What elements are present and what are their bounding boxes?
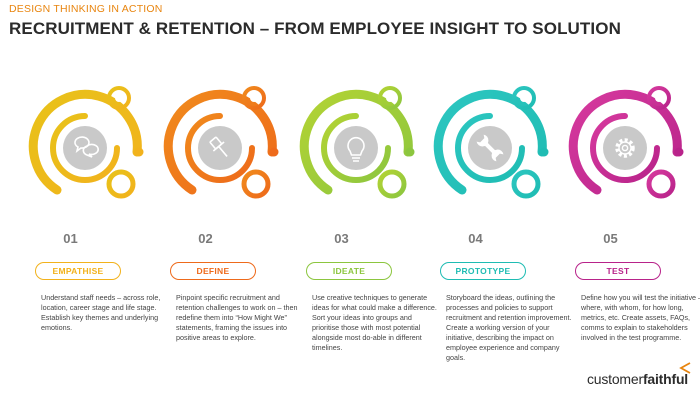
brand-part-2: faithful <box>642 371 688 387</box>
step-description: Use creative techniques to generate idea… <box>312 293 437 352</box>
step-description: Pinpoint specific recruitment and retent… <box>176 293 298 342</box>
step-graphic <box>163 86 279 199</box>
step-graphic <box>299 86 415 199</box>
step-number: 05 <box>603 231 618 246</box>
step-description: Understand staff needs – across role, lo… <box>41 293 161 332</box>
step-label: EMPATHISE <box>35 262 121 280</box>
kicker-heading: DESIGN THINKING IN ACTION <box>9 3 163 15</box>
speech-bubbles-icon <box>74 136 99 158</box>
step-description: Storyboard the ideas, outlining the proc… <box>446 293 572 362</box>
step-label: TEST <box>575 262 661 280</box>
step-label: IDEATE <box>306 262 392 280</box>
step-description: Define how you will test the initiative … <box>581 293 700 342</box>
brand-chevron-icon <box>679 362 691 374</box>
step-number: 01 <box>63 231 78 246</box>
brand-part-1: customer <box>586 371 643 387</box>
lightbulb-icon <box>347 136 365 162</box>
step-number: 03 <box>334 231 349 246</box>
step-number: 04 <box>468 231 483 246</box>
step-number: 02 <box>198 231 213 246</box>
step-graphic <box>28 86 144 199</box>
step-label: DEFINE <box>170 262 256 280</box>
wrench-icon <box>476 134 504 162</box>
page-title: RECRUITMENT & RETENTION – FROM EMPLOYEE … <box>9 19 621 38</box>
brand-logo: customerfaithful <box>586 362 691 387</box>
step-graphic <box>433 86 549 199</box>
step-label: PROTOTYPE <box>440 262 526 280</box>
step-graphic <box>568 86 684 199</box>
pushpin-icon <box>209 136 228 157</box>
gear-icon <box>615 138 635 158</box>
